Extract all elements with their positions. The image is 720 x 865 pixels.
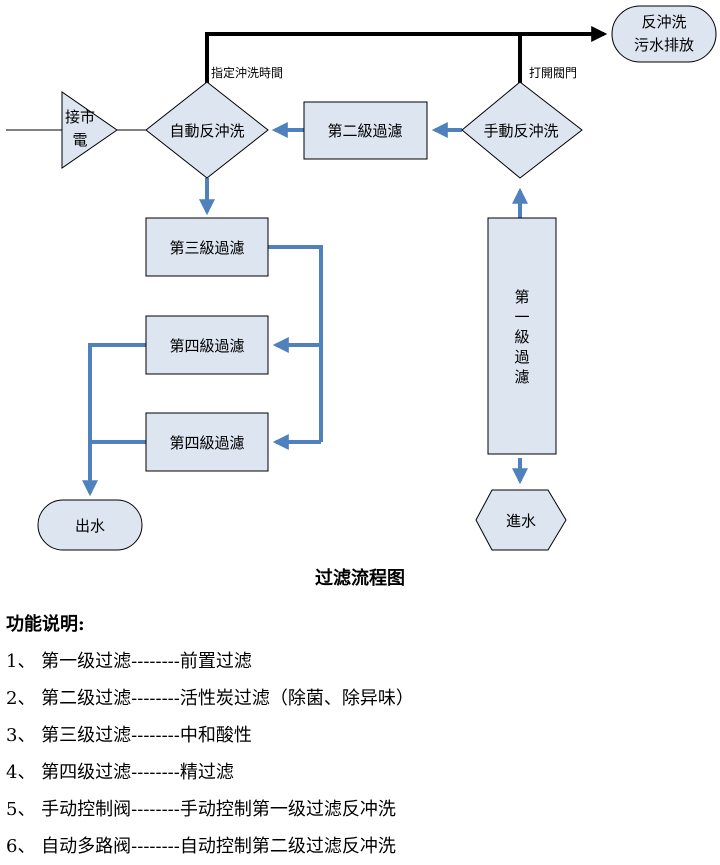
stage1-char-1: 第 bbox=[514, 288, 529, 306]
stage4-filter-b: 第四級過濾 bbox=[145, 412, 269, 472]
stage4a-label: 第四級過濾 bbox=[169, 337, 244, 355]
stage4-filter-a: 第四級過濾 bbox=[145, 315, 269, 375]
legend-item-3: 3、 第三级过滤--------中和酸性 bbox=[6, 725, 252, 746]
water-outlet: 出水 bbox=[37, 499, 143, 551]
timed-backwash-label: 指定沖洗時間 bbox=[211, 65, 283, 80]
stage4b-label: 第四級過濾 bbox=[169, 434, 244, 452]
auto-backwash-valve: 自動反沖洗 bbox=[145, 81, 269, 179]
outlet-label: 出水 bbox=[75, 517, 105, 535]
legend-item-4: 4、 第四级过滤--------精过滤 bbox=[6, 762, 234, 783]
stage2-filter: 第二級過濾 bbox=[303, 101, 428, 160]
manual-backwash-label: 手動反沖洗 bbox=[483, 122, 558, 140]
auto-backwash-label: 自動反沖洗 bbox=[169, 122, 244, 140]
power-supply: 接市 電 bbox=[61, 91, 118, 169]
legend-title: 功能说明: bbox=[6, 614, 85, 635]
backwash-drain: 反沖洗 污水排放 bbox=[611, 5, 717, 63]
stage2-label: 第二級過濾 bbox=[327, 122, 402, 140]
function-legend: 功能说明: 1、 第一级过滤--------前置过滤 2、 第二级过滤-----… bbox=[6, 607, 716, 865]
inlet-label: 進水 bbox=[506, 512, 536, 530]
power-label-line1: 接市 bbox=[65, 108, 95, 126]
stage1-char-2: 一 bbox=[514, 308, 529, 326]
open-valve-label: 打開閥門 bbox=[529, 66, 577, 80]
stage3-filter: 第三級過濾 bbox=[145, 217, 269, 277]
legend-item-2: 2、 第二级过滤--------活性炭过滤（除菌、除异味） bbox=[6, 688, 414, 709]
legend-item-5: 5、 手动控制阀--------手动控制第一级过滤反冲洗 bbox=[6, 799, 396, 820]
manual-backwash-valve: 手動反沖洗 bbox=[461, 81, 583, 179]
stage1-char-4: 過 bbox=[514, 348, 529, 366]
drain-label-line2: 污水排放 bbox=[634, 36, 694, 54]
drain-connector bbox=[205, 26, 608, 90]
drain-label-line1: 反沖洗 bbox=[641, 13, 686, 31]
stage1-filter: 第 一 級 過 濾 bbox=[487, 217, 557, 455]
flow-arrows bbox=[82, 122, 528, 497]
stage1-char-3: 級 bbox=[514, 328, 529, 346]
power-label-line2: 電 bbox=[72, 131, 87, 149]
diagram-caption: 过滤流程图 bbox=[315, 568, 405, 589]
flow-diagram: 接市 電 自動反沖洗 指定沖洗時間 第二級過濾 手動反沖洗 打開閥門 反沖洗 污… bbox=[6, 5, 717, 551]
legend-item-6: 6、 自动多路阀--------自动控制第二级过滤反冲洗 bbox=[6, 836, 396, 857]
water-inlet: 進水 bbox=[475, 489, 567, 551]
legend-item-1: 1、 第一级过滤--------前置过滤 bbox=[6, 651, 252, 672]
stage1-char-5: 濾 bbox=[514, 368, 529, 386]
stage3-label: 第三級過濾 bbox=[169, 239, 244, 257]
